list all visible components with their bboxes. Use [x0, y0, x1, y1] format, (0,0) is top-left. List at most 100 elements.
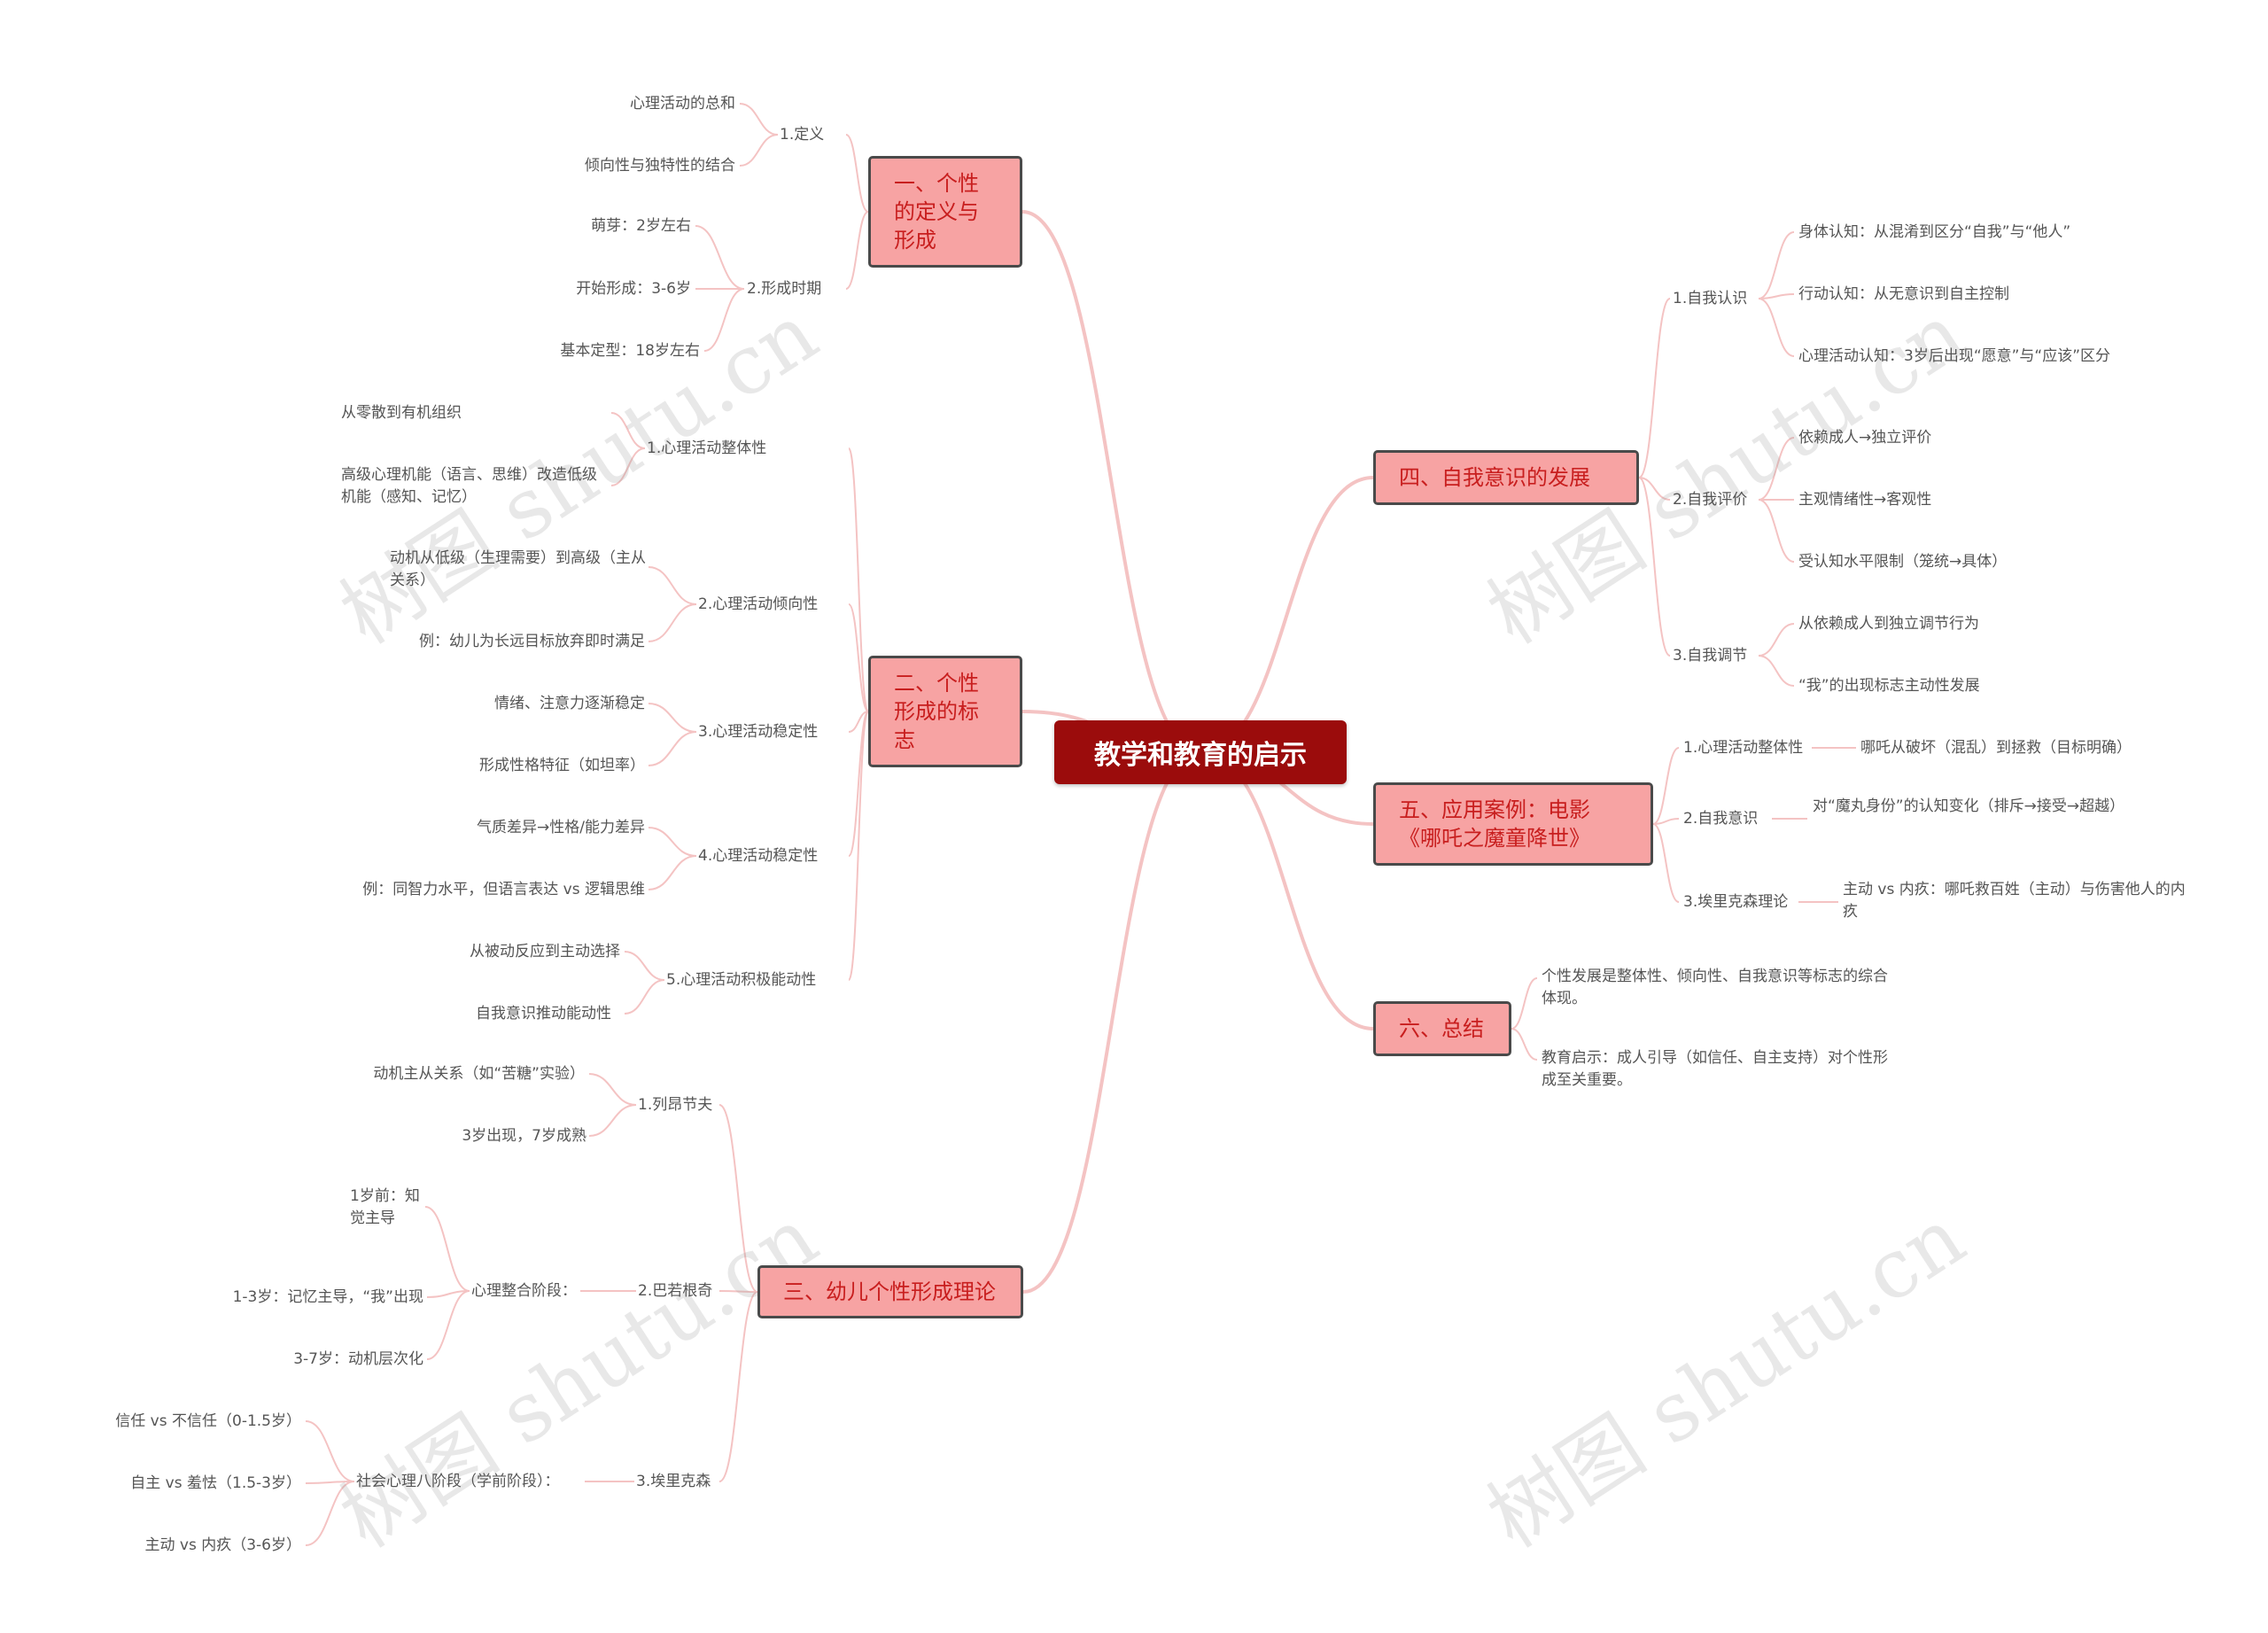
connector-line — [1758, 437, 1795, 501]
connector-line — [845, 134, 869, 213]
sub-topic[interactable]: 1.定义 — [780, 126, 825, 144]
connector-line — [845, 211, 869, 290]
leaf-node[interactable]: 从依赖成人到独立调节行为 — [1798, 615, 1979, 633]
sub-topic[interactable]: 3.埃里克森理论 — [1683, 893, 1789, 911]
sub-topic[interactable]: 4.心理活动稳定性 — [698, 847, 819, 865]
connector-line — [305, 1481, 355, 1546]
connector-line — [610, 447, 646, 486]
sub-topic[interactable]: 2.巴若根奇 — [638, 1282, 713, 1300]
leaf-node[interactable]: 行动认知：从无意识到自主控制 — [1798, 285, 2009, 303]
connector-line — [1200, 750, 1374, 1030]
sub-topic[interactable]: 1.自我认识 — [1673, 290, 1748, 307]
leaf-node[interactable]: 主观情绪性→客观性 — [1798, 491, 1932, 509]
connector-line — [1022, 750, 1201, 1294]
connector-line — [1758, 499, 1795, 563]
leaf-node[interactable]: 萌芽：2岁左右 — [591, 217, 691, 235]
leaf-node[interactable]: 对“魔丸身份”的认知变化（排斥→接受→超越） — [1813, 797, 2125, 815]
leaf-node[interactable]: 动机从低级（生理需要）到高级（主从关系） — [390, 549, 646, 589]
sub-topic[interactable]: 2.形成时期 — [747, 280, 822, 298]
root-node[interactable]: 教学和教育的启示 — [1054, 720, 1347, 784]
sub-topic[interactable]: 2.自我意识 — [1683, 810, 1759, 828]
leaf-node[interactable]: 主动 vs 内疚（3-6岁） — [144, 1536, 302, 1554]
mid-node[interactable]: 心理整合阶段： — [471, 1282, 577, 1300]
connector-line — [1652, 818, 1680, 825]
leaf-node[interactable]: 倾向性与独特性的结合 — [585, 157, 735, 175]
leaf-node[interactable]: 气质差异→性格/能力差异 — [477, 819, 645, 836]
connector-line — [848, 711, 869, 857]
leaf-node[interactable]: 3岁出现，7岁成熟 — [462, 1127, 586, 1145]
sub-topic[interactable]: 3.埃里克森 — [636, 1473, 711, 1490]
leaf-node[interactable]: 身体认知：从混淆到区分“自我”与“他人” — [1798, 223, 2071, 241]
connector-line — [718, 1290, 758, 1293]
connector-line — [1758, 231, 1795, 299]
sub-topic[interactable]: 1.心理活动整体性 — [1683, 739, 1804, 757]
connector-line — [610, 412, 646, 449]
topic-child-theories[interactable]: 三、幼儿个性形成理论 — [757, 1265, 1023, 1318]
leaf-node[interactable]: 例：同智力水平，但语言表达 vs 逻辑思维 — [362, 881, 645, 898]
sub-topic[interactable]: 2.自我评价 — [1673, 491, 1748, 509]
connector-line — [695, 225, 745, 290]
connector-line — [305, 1420, 355, 1482]
connector-line — [1758, 293, 1795, 299]
leaf-node[interactable]: 例：幼儿为长远目标放弃即时满足 — [419, 633, 645, 650]
leaf-node[interactable]: 个性发展是整体性、倾向性、自我意识等标志的综合体现。 — [1542, 968, 1888, 1007]
connector-line — [648, 731, 697, 766]
leaf-node[interactable]: 高级心理机能（语言、思维）改造低级机能（感知、记忆） — [341, 466, 597, 506]
leaf-node[interactable]: 教育启示：成人引导（如信任、自主支持）对个性形成至关重要。 — [1542, 1049, 1888, 1089]
connector-line — [648, 855, 697, 890]
topic-case-study[interactable]: 五、应用案例：电影《哪吒之魔童降世》 — [1373, 782, 1653, 866]
sub-topic[interactable]: 3.心理活动稳定性 — [698, 723, 819, 741]
connector-line — [739, 134, 779, 167]
connector-line — [1200, 476, 1374, 754]
topic-personality-definition[interactable]: 一、个性的定义与形成 — [868, 156, 1022, 268]
connector-line — [1511, 1028, 1538, 1061]
sub-topic[interactable]: 1.列昂节夫 — [638, 1096, 713, 1114]
topic-summary[interactable]: 六、总结 — [1373, 1001, 1511, 1056]
leaf-node[interactable]: 情绪、注意力逐渐稳定 — [494, 695, 645, 712]
connector-line — [848, 603, 869, 712]
leaf-node[interactable]: 1岁前：知觉主导 — [350, 1187, 420, 1227]
leaf-node[interactable]: 3-7岁：动机层次化 — [293, 1350, 423, 1368]
connector-line — [648, 827, 697, 857]
connector-line — [624, 951, 665, 981]
leaf-node[interactable]: 受认知水平限制（笼统→具体） — [1798, 553, 2008, 571]
sub-topic[interactable]: 1.心理活动整体性 — [647, 439, 767, 457]
leaf-node[interactable]: 哪吒从破坏（混乱）到拯救（目标明确） — [1860, 739, 2132, 757]
leaf-node[interactable]: 从被动反应到主动选择 — [470, 943, 620, 960]
connector-line — [1758, 298, 1795, 357]
connector-line — [718, 1104, 758, 1293]
leaf-node[interactable]: 自我意识推动能动性 — [476, 1005, 611, 1023]
leaf-node[interactable]: 形成性格特征（如坦率） — [479, 757, 645, 774]
leaf-node[interactable]: 1-3岁：记忆主导，“我”出现 — [232, 1288, 423, 1306]
leaf-node[interactable]: 信任 vs 不信任（0-1.5岁） — [115, 1412, 301, 1430]
sub-topic[interactable]: 5.心理活动积极能动性 — [666, 971, 817, 989]
connector-line — [739, 103, 779, 136]
sub-topic[interactable]: 3.自我调节 — [1673, 647, 1748, 665]
connector-line — [424, 1206, 470, 1292]
leaf-node[interactable]: 从零散到有机组织 — [341, 404, 462, 422]
mid-node[interactable]: 社会心理八阶段（学前阶段）： — [356, 1473, 560, 1490]
connector-line — [588, 1104, 637, 1137]
connector-line — [718, 1291, 758, 1482]
leaf-node[interactable]: 心理活动的总和 — [630, 95, 735, 113]
leaf-node[interactable]: “我”的出现标志主动性发展 — [1798, 677, 1980, 695]
leaf-node[interactable]: 开始形成：3-6岁 — [576, 280, 691, 298]
connector-line — [1758, 655, 1795, 687]
leaf-node[interactable]: 自主 vs 羞怯（1.5-3岁） — [130, 1474, 301, 1492]
connector-line — [1758, 623, 1795, 657]
topic-personality-signs[interactable]: 二、个性形成的标志 — [868, 656, 1022, 767]
connector-line — [426, 1290, 470, 1360]
connector-line — [624, 979, 665, 1015]
leaf-node[interactable]: 动机主从关系（如“苦糖”实验） — [373, 1065, 585, 1083]
connector-line — [648, 566, 697, 605]
connector-line — [1638, 477, 1671, 657]
leaf-node[interactable]: 依赖成人→独立评价 — [1798, 429, 1932, 447]
leaf-node[interactable]: 心理活动认知：3岁后出现“愿意”与“应该”区分 — [1798, 347, 2111, 365]
connector-line — [1638, 298, 1671, 478]
leaf-node[interactable]: 基本定型：18岁左右 — [560, 342, 700, 360]
connector-line — [426, 1290, 470, 1298]
leaf-node[interactable]: 主动 vs 内疚：哪吒救百姓（主动）与伤害他人的内疚 — [1843, 881, 2186, 921]
topic-self-awareness[interactable]: 四、自我意识的发展 — [1373, 450, 1639, 505]
connector-line — [1652, 747, 1680, 825]
sub-topic[interactable]: 2.心理活动倾向性 — [698, 595, 819, 613]
